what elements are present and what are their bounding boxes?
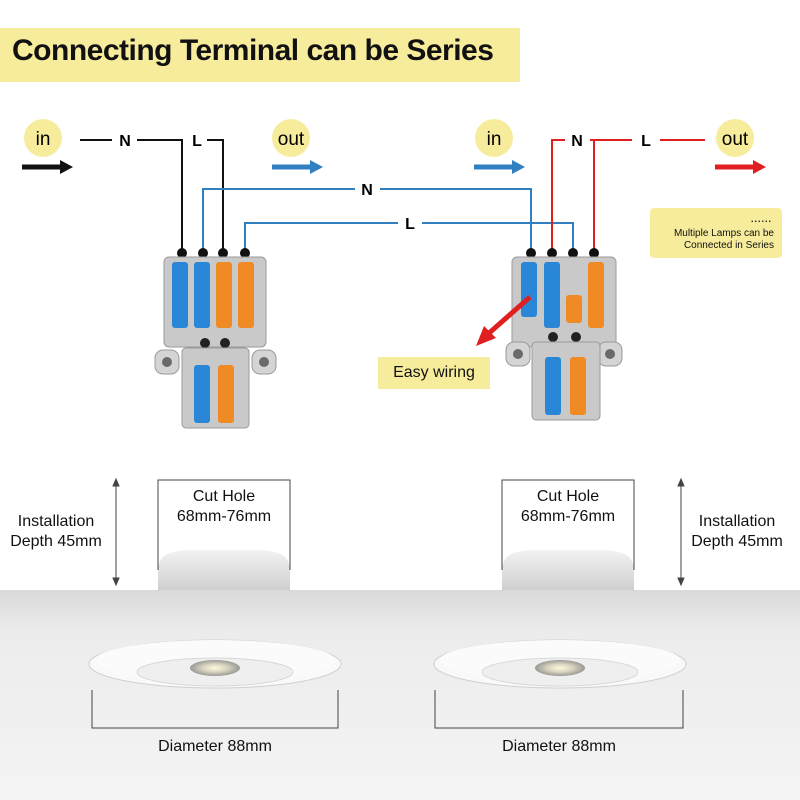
bridge-n-wire-right bbox=[380, 188, 532, 252]
right-cut-hole-line-1: Cut Hole bbox=[536, 488, 600, 505]
left-lever-blue-1 bbox=[172, 262, 188, 328]
left-l-label: L bbox=[192, 133, 202, 150]
left-out-arrow-head bbox=[310, 160, 323, 174]
left-lever-orange-2 bbox=[238, 262, 254, 328]
note-line-2: Connected in Series bbox=[683, 240, 774, 251]
note-dots: ...... bbox=[750, 214, 772, 224]
left-depth-dimension bbox=[112, 477, 120, 587]
right-n-wire bbox=[551, 139, 565, 252]
bridge-n-wire-left bbox=[202, 188, 355, 252]
left-lever-orange-bottom bbox=[218, 365, 234, 423]
left-cut-hole-label: Cut Hole 68mm-76mm bbox=[160, 487, 288, 527]
right-diameter-bracket bbox=[434, 690, 684, 729]
page-title: Connecting Terminal can be Series bbox=[12, 34, 494, 67]
right-out-indicator: out bbox=[715, 119, 766, 174]
right-depth-line-1: Installation bbox=[698, 513, 776, 530]
bridge-l-label: L bbox=[405, 216, 415, 233]
left-diameter-bracket bbox=[91, 690, 339, 729]
note-text: Multiple Lamps can be Connected in Serie… bbox=[674, 228, 774, 252]
left-lever-blue-bottom bbox=[194, 365, 210, 423]
title-banner: Connecting Terminal can be Series bbox=[0, 28, 520, 82]
left-out-indicator: out bbox=[272, 119, 323, 174]
bridge-wires bbox=[202, 188, 574, 252]
right-lever-blue-open bbox=[521, 262, 537, 317]
right-n-label: N bbox=[571, 133, 583, 150]
right-cut-hole-label: Cut Hole 68mm-76mm bbox=[504, 487, 632, 527]
left-lamp-cap bbox=[158, 550, 290, 590]
series-note: ...... Multiple Lamps can be Connected i… bbox=[650, 208, 782, 258]
right-lamp-cap bbox=[502, 550, 634, 590]
right-lever-orange-open bbox=[566, 295, 582, 323]
left-cut-hole-line-2: 68mm-76mm bbox=[176, 508, 272, 525]
right-depth-dimension bbox=[677, 477, 685, 587]
right-l-label: L bbox=[641, 133, 651, 150]
right-l-wire bbox=[594, 140, 630, 252]
right-lever-orange-bottom bbox=[570, 357, 586, 415]
right-out-arrow-head bbox=[753, 160, 766, 174]
left-in-label: in bbox=[36, 129, 51, 150]
left-in-indicator: in bbox=[22, 119, 73, 174]
right-in-arrow-head bbox=[512, 160, 525, 174]
ceiling-panel bbox=[0, 590, 800, 800]
right-depth-label: Installation Depth 45mm bbox=[684, 512, 790, 552]
right-output-wires bbox=[551, 139, 705, 252]
left-n-wire bbox=[137, 139, 183, 252]
note-line-1: Multiple Lamps can be bbox=[673, 228, 774, 239]
left-cut-hole-line-1: Cut Hole bbox=[192, 488, 256, 505]
right-lever-blue-bottom bbox=[545, 357, 561, 415]
left-lever-blue-2 bbox=[194, 262, 210, 328]
right-cut-hole-line-2: 68mm-76mm bbox=[520, 508, 616, 525]
right-terminal-connector bbox=[505, 248, 623, 421]
left-lever-orange-1 bbox=[216, 262, 232, 328]
right-cut-hole-bracket bbox=[501, 479, 635, 570]
easy-wiring-arrow bbox=[476, 295, 532, 346]
left-downlight bbox=[88, 639, 342, 689]
left-diameter-label: Diameter 88mm bbox=[158, 738, 272, 755]
left-in-arrow-head bbox=[60, 160, 73, 174]
left-cut-hole-bracket bbox=[157, 479, 291, 570]
bridge-l-wire-left bbox=[244, 222, 398, 252]
right-downlight bbox=[433, 639, 687, 689]
bridge-l-wire-right bbox=[422, 222, 574, 252]
left-input-wires bbox=[80, 139, 224, 252]
easy-wiring-label: Easy wiring bbox=[393, 364, 475, 381]
right-diameter-label: Diameter 88mm bbox=[502, 738, 616, 755]
bridge-n-label: N bbox=[361, 182, 373, 199]
right-in-label: in bbox=[487, 129, 502, 150]
right-in-indicator: in bbox=[474, 119, 525, 174]
right-out-label: out bbox=[722, 129, 749, 150]
right-lever-orange-1 bbox=[588, 262, 604, 328]
left-depth-line-2: Depth 45mm bbox=[10, 533, 102, 550]
left-terminal-connector bbox=[154, 248, 277, 429]
right-lever-blue-1 bbox=[544, 262, 560, 328]
left-l-wire bbox=[207, 139, 224, 252]
left-out-label: out bbox=[278, 129, 305, 150]
left-n-label: N bbox=[119, 133, 131, 150]
left-depth-label: Installation Depth 45mm bbox=[2, 512, 110, 552]
right-depth-line-2: Depth 45mm bbox=[691, 533, 783, 550]
easy-wiring-callout: Easy wiring bbox=[378, 357, 490, 389]
right-l-wire-a bbox=[593, 139, 632, 252]
left-depth-line-1: Installation bbox=[17, 513, 95, 530]
